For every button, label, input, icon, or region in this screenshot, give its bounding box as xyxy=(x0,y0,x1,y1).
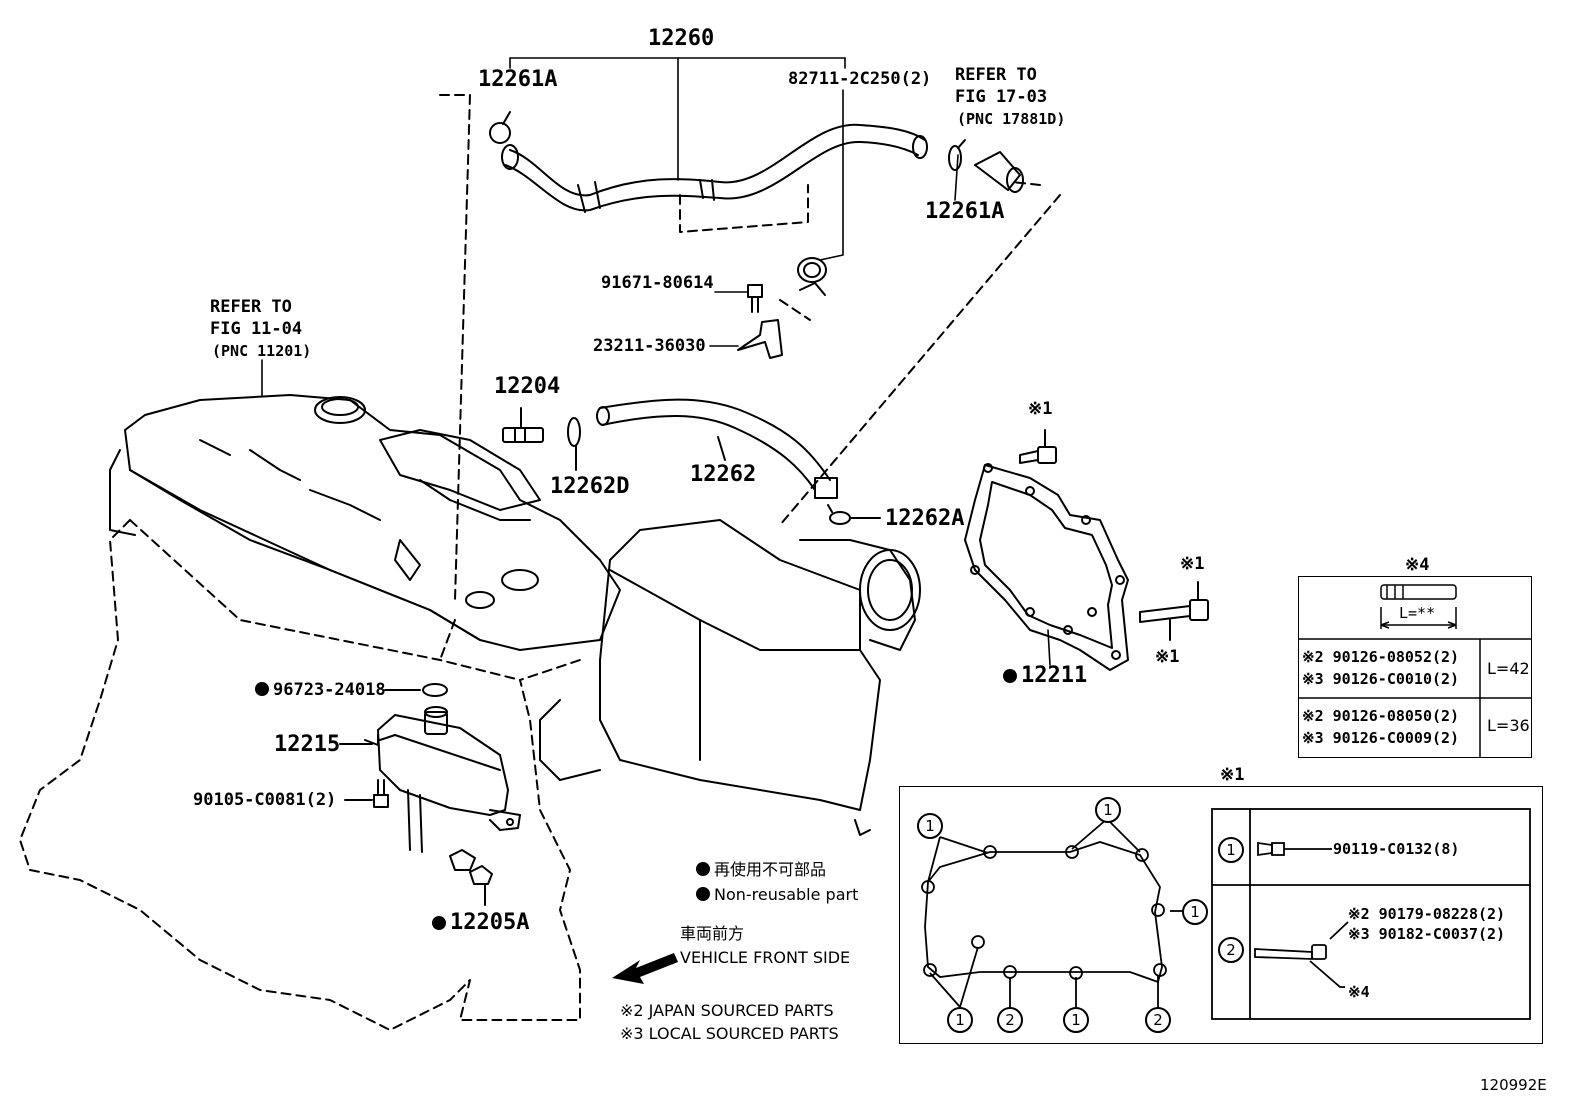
legend-dot xyxy=(696,862,710,876)
hose-12260 xyxy=(501,123,928,213)
engine-block-outline xyxy=(19,94,1061,1031)
inset1-row2-part-b: ※3 90182-C0037(2) xyxy=(1348,925,1506,943)
label-23211-36030: 23211-36030 xyxy=(593,336,706,356)
non-reusable-dot xyxy=(432,916,446,930)
inset1-row1-part: 90119-C0132(8) xyxy=(1333,840,1460,858)
refer-fig17-line2: FIG 17-03 xyxy=(955,87,1048,107)
bracket-23211-shape xyxy=(737,319,783,359)
legend-jp-nonreusable: 再使用不可部品 xyxy=(696,860,826,879)
inset1-callout-2b: 2 xyxy=(1145,1007,1171,1033)
inset1-title: ※1 xyxy=(1220,765,1245,785)
inset1-callout-1a: 1 xyxy=(917,813,943,839)
hose-12262 xyxy=(596,398,838,499)
legend-jp-text: 再使用不可部品 xyxy=(714,860,827,879)
inset1-row2-marker: 2 xyxy=(1218,937,1244,963)
legend-dot xyxy=(696,887,710,901)
table4-row2-line1: ※2 90126-08050(2) xyxy=(1302,707,1460,725)
inset1-gasket-drawing xyxy=(921,808,1531,1020)
label-12261a-right: 12261A xyxy=(925,199,1005,224)
inset1-callout-1e: 1 xyxy=(1063,1007,1089,1033)
legend-en-nonreusable: Non-reusable part xyxy=(696,885,858,904)
clamp-12262d-shape xyxy=(567,417,581,471)
label-12205a: 12205A xyxy=(432,911,529,935)
clip-82711-shape xyxy=(797,257,827,296)
diagram-code: 120992E xyxy=(1480,1076,1547,1094)
label-82711-2c250: 82711-2C250(2) xyxy=(788,69,932,89)
label-12211-text: 12211 xyxy=(1021,663,1088,688)
inset1-row1-marker: 1 xyxy=(1218,837,1244,863)
table4-row1-line1: ※2 90126-08052(2) xyxy=(1302,648,1460,666)
pcv-valve-12204-shape xyxy=(502,407,544,443)
vehicle-front-arrow-shape xyxy=(612,953,678,984)
label-90105-c0081: 90105-C0081(2) xyxy=(193,790,337,810)
pcv-fitting-shape xyxy=(974,151,1024,193)
refer-fig17-line1: REFER TO xyxy=(955,65,1037,85)
label-12205a-text: 12205A xyxy=(450,910,530,935)
label-12262: 12262 xyxy=(690,462,757,487)
legend-local-sourced: ※3 LOCAL SOURCED PARTS xyxy=(620,1024,839,1043)
inset1-callout-1d: 1 xyxy=(947,1007,973,1033)
table4-row2-length: L=36 xyxy=(1487,716,1530,735)
clamp-12262a-shape xyxy=(827,504,881,525)
label-91671-80614: 91671-80614 xyxy=(601,273,714,293)
inset1-row2-callout: ※4 xyxy=(1348,983,1370,1001)
legend-en-text: Non-reusable part xyxy=(714,885,859,904)
table4-row1-line2: ※3 90126-C0010(2) xyxy=(1302,670,1460,688)
label-mark1-bolt: ※1 xyxy=(1028,399,1053,419)
label-12262a: 12262A xyxy=(885,506,965,531)
clamp-12261a-left-shape xyxy=(489,111,511,144)
label-12260: 12260 xyxy=(648,26,715,51)
table4-row1-length: L=42 xyxy=(1487,659,1530,678)
label-12211: 12211 xyxy=(1003,664,1087,688)
inset1-box: 1 1 1 1 2 1 2 1 2 90119-C0132(8) ※2 9017… xyxy=(899,786,1543,1044)
inset1-callout-2a: 2 xyxy=(997,1007,1023,1033)
label-96723-text: 96723-24018 xyxy=(273,680,386,700)
table4-grid xyxy=(1299,584,1531,757)
refer-fig11-line1: REFER TO xyxy=(210,297,292,317)
bolt-90105-shape xyxy=(344,779,389,808)
non-reusable-dot xyxy=(255,682,269,696)
label-mark1-stud-b: ※1 xyxy=(1155,647,1180,667)
inset1-row2-part-a: ※2 90179-08228(2) xyxy=(1348,905,1506,923)
legend-japan-sourced: ※2 JAPAN SOURCED PARTS xyxy=(620,1001,834,1020)
intake-box xyxy=(539,519,921,836)
label-mark1-stud: ※1 xyxy=(1180,554,1205,574)
inset1-callout-1b: 1 xyxy=(1095,797,1121,823)
table4: L=** ※2 90126-08052(2) ※3 90126-C0010(2)… xyxy=(1298,576,1532,758)
leader-lines xyxy=(261,57,1051,666)
oring-96723-shape xyxy=(384,683,448,697)
bolt-mark1-top-shape xyxy=(1019,429,1057,464)
label-12261a-left: 12261A xyxy=(478,67,558,92)
grommet-12205a-shape xyxy=(449,849,493,906)
bolt-91671-shape xyxy=(747,284,763,313)
clamp-12261a-right-shape xyxy=(948,139,966,171)
label-96723-24018: 96723-24018 xyxy=(255,681,386,700)
gasket-12211-shape xyxy=(964,463,1129,671)
label-12215: 12215 xyxy=(274,732,341,757)
inset1-callout-1c: 1 xyxy=(1182,899,1208,925)
stud-mark1-shape xyxy=(1139,581,1209,641)
separator-12215-shape xyxy=(339,706,521,853)
legend-jp-front: 車両前方 xyxy=(680,924,745,943)
label-12204: 12204 xyxy=(494,374,561,399)
non-reusable-dot xyxy=(1003,669,1017,683)
refer-fig17-line3: (PNC 17881D) xyxy=(957,110,1066,128)
table4-row2-line2: ※3 90126-C0009(2) xyxy=(1302,729,1460,747)
label-12262d: 12262D xyxy=(550,474,630,499)
cylinder-head-cover xyxy=(109,394,621,651)
table4-title: ※4 xyxy=(1405,555,1430,575)
refer-fig11-line3: (PNC 11201) xyxy=(212,342,312,360)
refer-fig11-line2: FIG 11-04 xyxy=(210,319,303,339)
legend-en-front: VEHICLE FRONT SIDE xyxy=(680,948,851,967)
table4-dim-label: L=** xyxy=(1399,604,1436,622)
